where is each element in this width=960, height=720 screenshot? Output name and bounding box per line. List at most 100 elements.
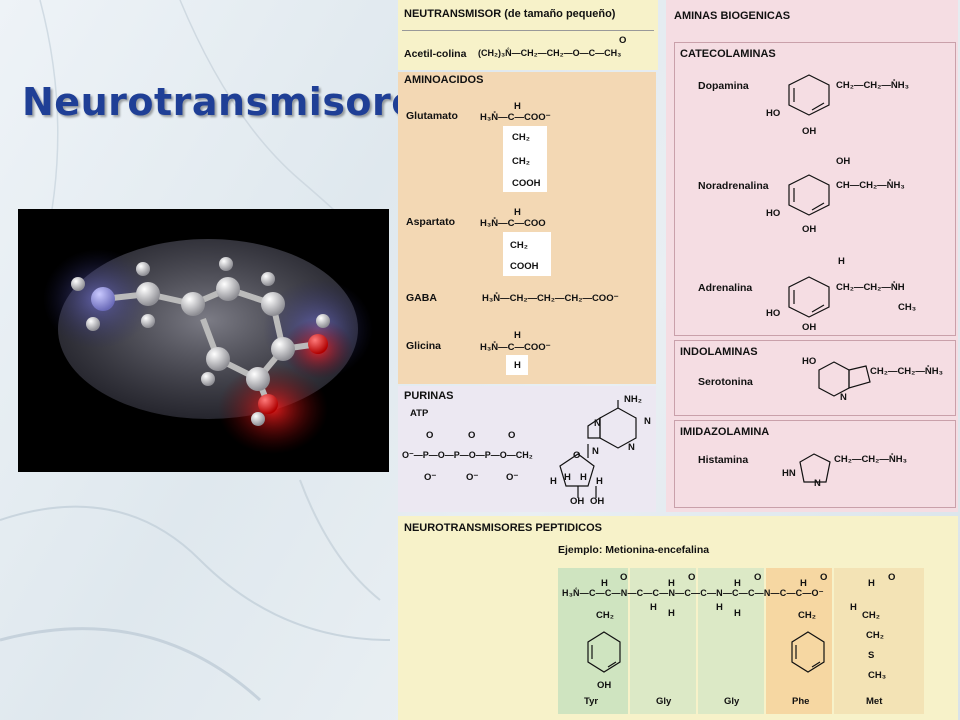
glutamato-chain-1: CH₂ <box>512 132 530 143</box>
residue-gly-1: Gly <box>656 696 672 707</box>
atp-h-4: H <box>596 476 603 487</box>
histamina-label: Histamina <box>698 454 749 466</box>
aspartato-h: H <box>514 207 521 218</box>
glutamato-chain-2: CH₂ <box>512 156 530 167</box>
dopamina-label: Dopamina <box>698 80 749 92</box>
histamina-chain: CH₂—CH₂—N̊H₃ <box>834 454 907 465</box>
glutamato-side-box <box>503 126 547 192</box>
phe-ch2: CH₂ <box>798 610 816 621</box>
gaba-label: GABA <box>406 292 437 304</box>
atp-oh-2: OH <box>590 496 605 507</box>
peptide-h-6: H <box>650 602 657 613</box>
glicina-side-box <box>506 355 528 375</box>
noradrenalina-oh: OH <box>802 224 817 235</box>
glutamato-chain-3: COOH <box>512 178 541 189</box>
glutamato-label: Glutamato <box>406 110 458 122</box>
adrenalina-chain: CH₂—CH₂—N̊H <box>836 282 905 293</box>
histamina-hn: HN <box>782 468 796 479</box>
peptides-example: Ejemplo: Metionina-encefalina <box>558 544 710 556</box>
glutamato-h: H <box>514 101 521 112</box>
noradrenalina-label: Noradrenalina <box>698 180 769 192</box>
residue-met: Met <box>866 696 883 707</box>
biogenic-amines-panel: AMINAS BIOGENICAS CATECOLAMINAS Dopamina… <box>666 0 958 512</box>
peptide-o-3: O <box>754 572 762 583</box>
phe-region <box>766 568 832 714</box>
histamina-ring <box>799 453 831 483</box>
noradrenalina-ring <box>788 174 830 216</box>
indolaminas-box <box>674 340 956 416</box>
divider <box>402 30 654 31</box>
glicina-label: Glicina <box>406 340 442 352</box>
peptide-backbone: H₃N̊—C—C—N—C—C—N—C—C—N—C—C—N—C—C—O⁻ <box>562 588 824 598</box>
atp-o-bottom-2: O⁻ <box>466 472 479 483</box>
amino-acids-panel: AMINOACIDOS Glutamato H H₃N̊—C—COO⁻ CH₂ … <box>398 72 656 384</box>
tyr-oh: OH <box>597 680 612 691</box>
purines-header: PURINAS <box>404 390 454 402</box>
acetilcolina-formula: (CH₂)₃N̊—CH₂—CH₂—O—C—CH₃ <box>478 48 622 58</box>
peptide-h-10: H <box>850 602 857 613</box>
acetilcolina-label: Acetil-colina <box>404 48 467 60</box>
atp-o-top-3: O <box>508 430 516 441</box>
peptide-o-4: O <box>820 572 828 583</box>
serotonina-ho: HO <box>802 356 817 367</box>
serotonina-n: N <box>840 392 847 403</box>
histamina-n: N <box>814 478 821 489</box>
atp-n-2: N <box>628 442 635 453</box>
met-ch3: CH₃ <box>868 670 887 681</box>
atp-h-3: H <box>580 472 587 483</box>
atp-n-4: N <box>592 446 599 457</box>
met-ch2-1: CH₂ <box>862 610 880 621</box>
atp-o-top-2: O <box>468 430 476 441</box>
biogenic-amines-header: AMINAS BIOGENICAS <box>674 10 791 22</box>
dopamina-ho: HO <box>766 108 781 119</box>
glicina-h-top: H <box>514 330 521 341</box>
atp-label: ATP <box>410 408 429 419</box>
adrenalina-ho: HO <box>766 308 781 319</box>
glutamato-formula: H₃N̊—C—COO⁻ <box>480 112 551 123</box>
dopamina-oh: OH <box>802 126 817 137</box>
tyr-ring <box>587 631 621 673</box>
serotonina-chain: CH₂—CH₂—N̊H₃ <box>870 366 943 377</box>
adrenalina-h-top: H <box>838 256 845 267</box>
gly-region-2 <box>698 568 764 714</box>
molecule-3d-image <box>18 209 389 472</box>
dopamina-ring <box>788 74 830 116</box>
peptide-o-1: O <box>620 572 628 583</box>
gly-region-1 <box>630 568 696 714</box>
atp-oh-1: OH <box>570 496 585 507</box>
peptide-o-2: O <box>688 572 696 583</box>
atp-o-bottom-1: O⁻ <box>424 472 437 483</box>
peptide-h-1: H <box>601 578 608 589</box>
adrenalina-oh: OH <box>802 322 817 333</box>
adrenalina-label: Adrenalina <box>698 282 753 294</box>
residue-gly-2: Gly <box>724 696 740 707</box>
imidazolamina-header: IMIDAZOLAMINA <box>680 426 770 438</box>
atp-o-top-1: O <box>426 430 434 441</box>
adrenalina-ring <box>788 276 830 318</box>
atp-o-bottom-3: O⁻ <box>506 472 519 483</box>
serotonina-ring <box>818 361 871 397</box>
peptides-header: NEUROTRANSMISORES PEPTIDICOS <box>404 522 603 534</box>
catecolaminas-header: CATECOLAMINAS <box>680 48 776 60</box>
indolaminas-header: INDOLAMINAS <box>680 346 758 358</box>
peptide-h-7: H <box>668 608 675 619</box>
atp-ring-structure <box>559 400 637 498</box>
imidazolamina-box <box>674 420 956 508</box>
phe-ring <box>791 631 825 673</box>
aspartato-label: Aspartato <box>406 216 456 228</box>
aspartato-chain-1: CH₂ <box>510 240 528 251</box>
peptide-h-2: H <box>668 578 675 589</box>
gaba-formula: H₃N̊—CH₂—CH₂—CH₂—COO⁻ <box>482 293 619 304</box>
small-transmitter-panel: NEUTRANSMISOR (de tamaño pequeño) Acetil… <box>398 0 658 70</box>
atp-nh2: NH₂ <box>624 394 642 405</box>
atp-h-1: H <box>550 476 557 487</box>
acetilcolina-carbonyl-o: O <box>619 35 627 46</box>
amino-acids-header: AMINOACIDOS <box>404 74 484 86</box>
peptide-h-3: H <box>734 578 741 589</box>
tyr-region <box>558 568 628 714</box>
met-s: S <box>868 650 875 661</box>
met-region <box>834 568 924 714</box>
glicina-h-bottom: H <box>514 360 521 371</box>
atp-ring-o: O <box>573 450 581 461</box>
